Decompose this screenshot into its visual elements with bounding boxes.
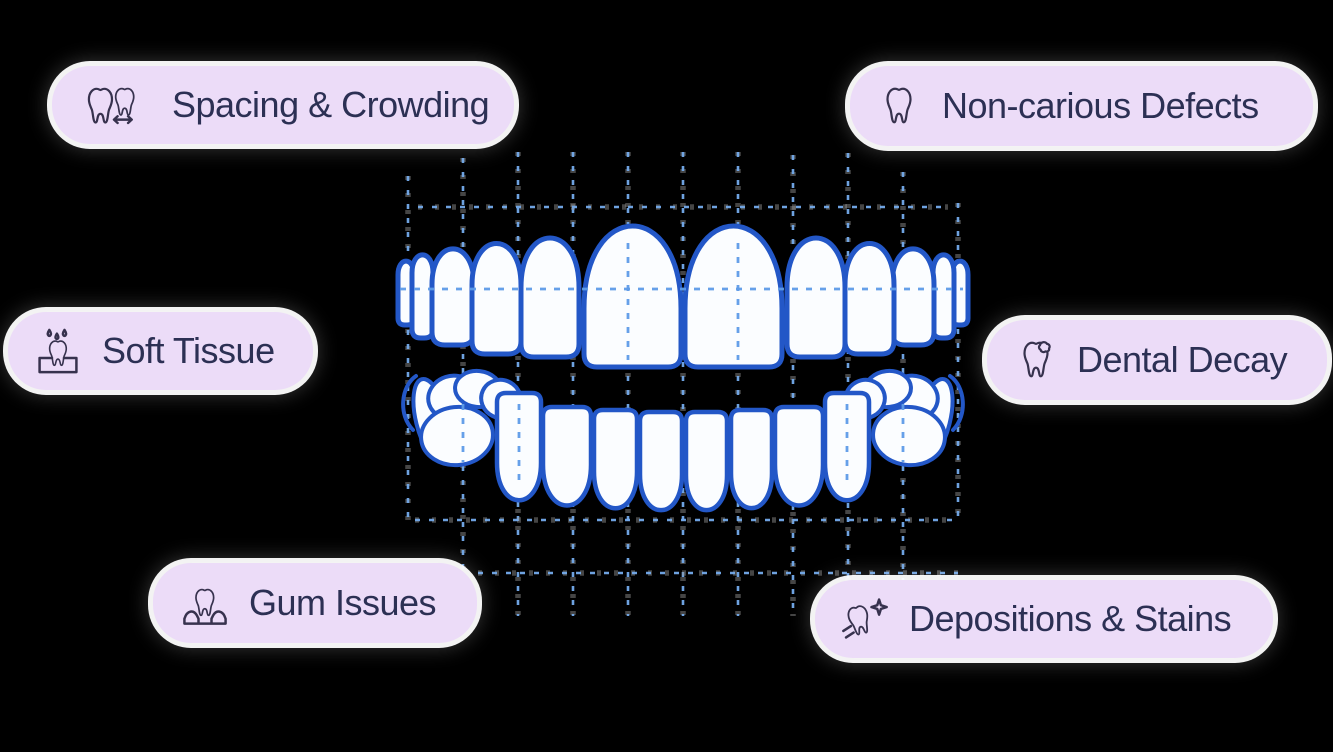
label-dental-decay: Dental Decay: [987, 320, 1327, 400]
label-text: Dental Decay: [1077, 339, 1288, 380]
label-spacing-crowding: Spacing & Crowding: [52, 66, 514, 144]
tooth-icon: [876, 81, 922, 131]
tooth-gum-drops-icon: [32, 325, 84, 377]
tooth-cavity-icon: [1013, 335, 1059, 385]
label-text: Gum Issues: [249, 582, 437, 623]
label-non-carious-defects: Non-carious Defects: [850, 66, 1313, 146]
label-text: Depositions & Stains: [909, 598, 1232, 639]
tooth-sparkle-icon: [839, 593, 891, 645]
label-gum-issues: Gum Issues: [153, 563, 477, 643]
label-soft-tissue: Soft Tissue: [8, 312, 313, 390]
label-text: Spacing & Crowding: [172, 84, 490, 125]
tooth-gum-icon: [179, 577, 231, 629]
teeth-spacing-icon: [78, 82, 152, 128]
label-text: Soft Tissue: [102, 330, 275, 371]
label-depositions-stains: Depositions & Stains: [815, 580, 1273, 658]
label-text: Non-carious Defects: [942, 85, 1259, 126]
